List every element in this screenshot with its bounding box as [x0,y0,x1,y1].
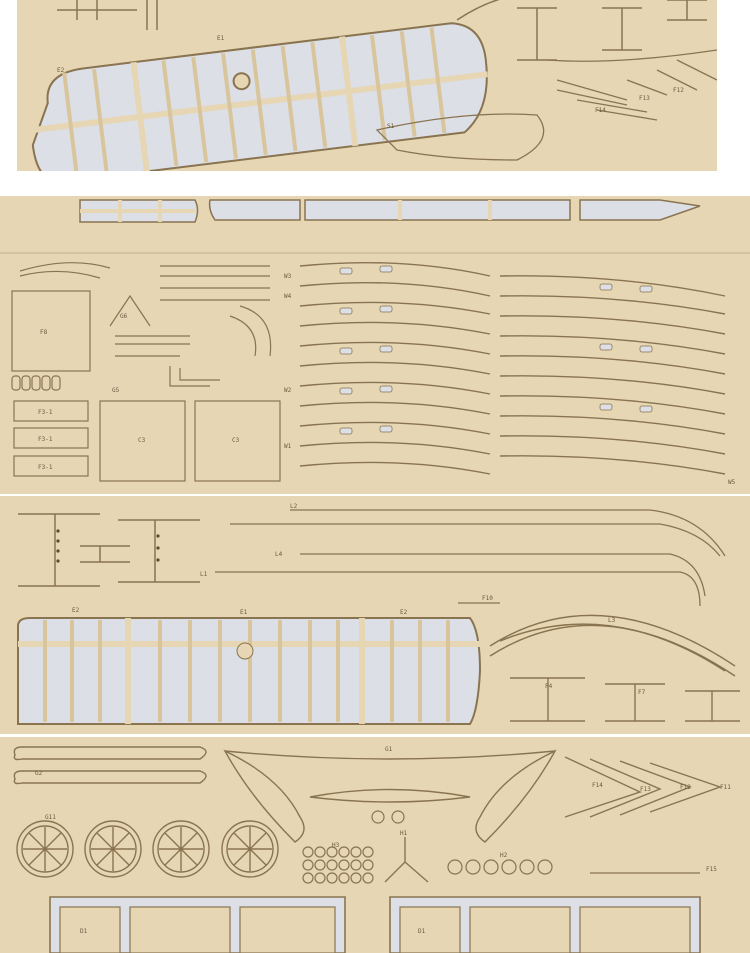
part-label: F3-1 [38,436,53,443]
part-label: E1 [217,35,225,42]
part-label: D1 [418,928,426,935]
part-label: F10 [482,595,493,602]
part-label: W4 [284,293,292,300]
kit-sheet-photo-3: L2 L1 L4 F10 L3 E2 E1 E2 F4 F7 [0,496,750,734]
part-label: S1 [387,123,395,130]
part-label: F14 [595,107,606,114]
part-label: W3 [284,273,292,280]
part-label: D1 [80,928,88,935]
part-label: F15 [706,866,717,873]
part-label: W5 [728,479,736,486]
part-label: F7 [638,689,646,696]
part-label: L3 [608,617,616,624]
part-label: F11 [720,784,731,791]
part-label: L1 [200,571,208,578]
part-label: F13 [640,786,651,793]
part-label: F3-1 [38,409,53,416]
part-label: H1 [400,830,408,837]
part-label: W1 [284,443,292,450]
kit-sheet-photo-2: F8 F3-1 F3-1 F3-1 C3 C3 G6 G5 W3 W4 W5 W… [0,196,750,494]
part-label: C3 [138,437,146,444]
part-label: F14 [592,782,603,789]
part-label: E2 [57,67,65,74]
part-label: E2 [400,609,408,616]
part-label: G11 [45,814,56,821]
part-label: G2 [35,770,43,777]
part-label: F13 [639,95,650,102]
part-label: G5 [112,387,120,394]
part-label: L4 [275,551,283,558]
part-label: F4 [545,683,553,690]
part-label: L2 [290,503,298,510]
part-label: G6 [120,313,128,320]
kit-sheet-photo-4: G1 G2 G11 F14 F13 F12 F11 F15 H3 H1 H2 D… [0,737,750,953]
part-label: C3 [232,437,240,444]
part-label: F3-1 [38,464,53,471]
part-label: F12 [673,87,684,94]
part-label: W2 [284,387,292,394]
part-label: E1 [240,609,248,616]
part-label: G1 [385,746,393,753]
part-label: H3 [332,842,340,849]
kit-sheet-photo-1: E2 E1 S1 F14 F13 F12 [17,0,717,171]
part-label: F8 [40,329,48,336]
part-label: F12 [680,784,691,791]
part-label: E2 [72,607,80,614]
part-label: H2 [500,852,508,859]
